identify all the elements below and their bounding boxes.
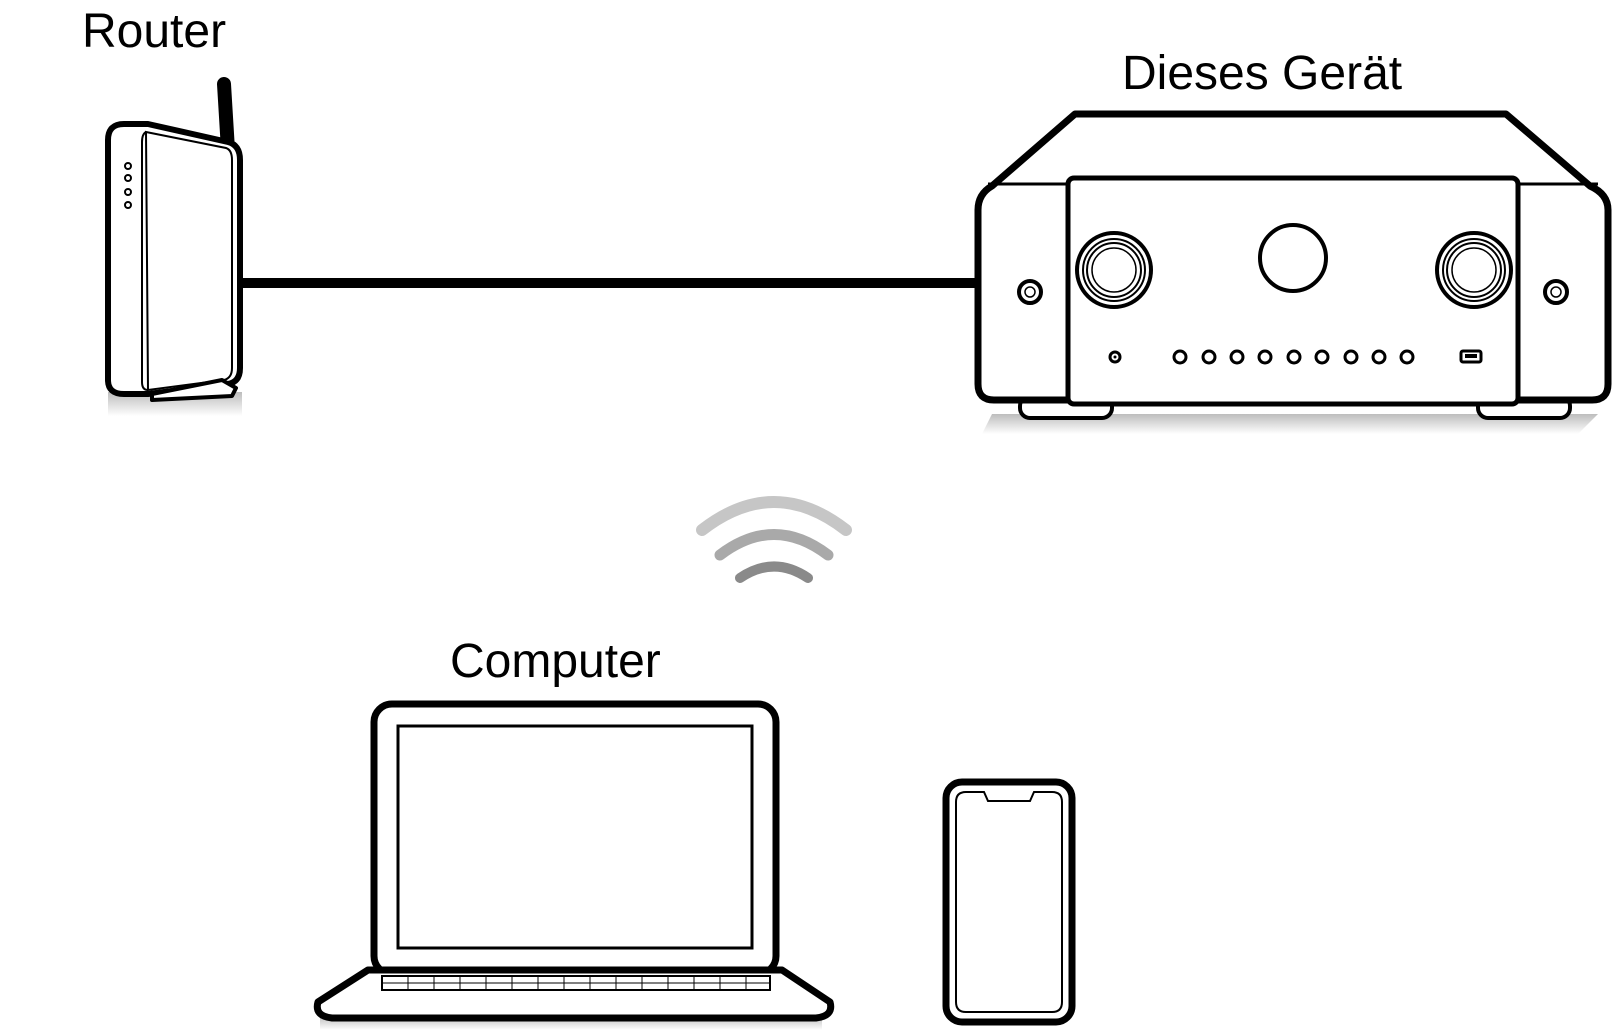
device-label: Dieses Gerät [1122,47,1403,100]
computer-label: Computer [450,635,661,688]
av-receiver-icon [974,110,1612,434]
wifi-signal-icon [696,496,852,583]
router-label: Router [82,5,227,58]
router-icon [105,77,243,416]
laptop-icon [313,700,835,1030]
smartphone-icon [942,778,1076,1026]
